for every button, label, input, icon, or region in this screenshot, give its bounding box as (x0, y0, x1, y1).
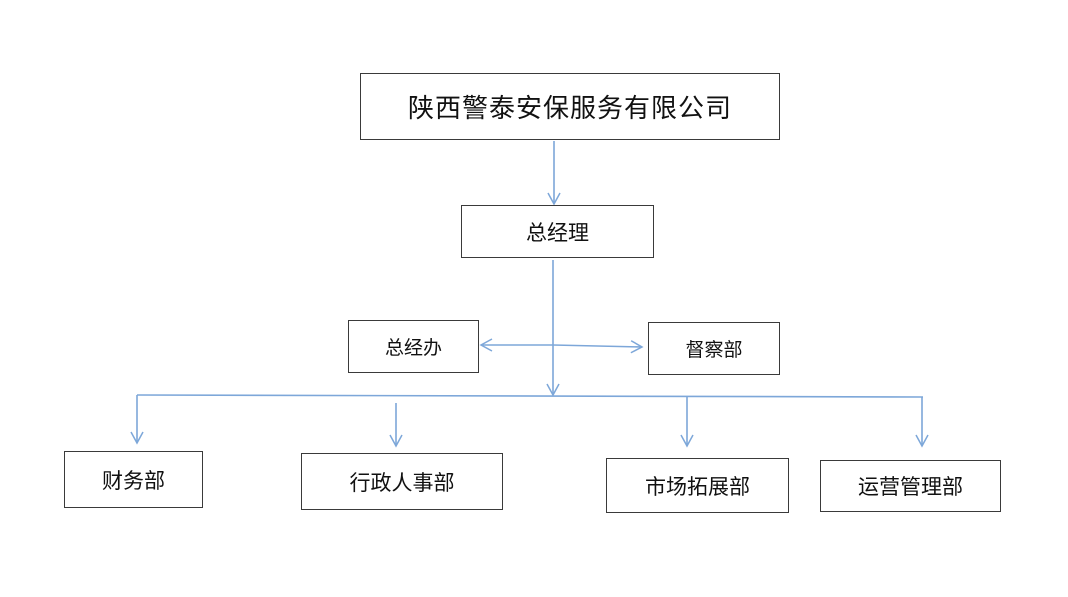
general-manager-label: 总经理 (526, 220, 589, 245)
general-office-label: 总经办 (384, 337, 442, 359)
dept-label-admin-hr: 行政人事部 (349, 470, 455, 495)
dept-box-finance: 财务部 (64, 451, 203, 508)
dept-label-finance: 财务部 (102, 468, 165, 493)
dept-label-marketing: 市场拓展部 (645, 474, 750, 499)
dept-box-marketing: 市场拓展部 (606, 458, 789, 513)
arrow-to-inspection (552, 340, 644, 354)
department-bus (136, 394, 924, 398)
company-box: 陕西警泰安保服务有限公司 (360, 73, 780, 140)
inspection-dept-box: 督察部 (648, 322, 780, 375)
inspection-dept-label: 督察部 (685, 339, 743, 361)
company-name: 陕西警泰安保服务有限公司 (407, 94, 732, 124)
dept-box-operations: 运营管理部 (820, 460, 1001, 512)
dept-box-admin-hr: 行政人事部 (301, 453, 503, 510)
general-office-box: 总经办 (348, 320, 479, 373)
general-manager-box: 总经理 (461, 205, 654, 258)
dept-label-operations: 运营管理部 (858, 475, 963, 499)
